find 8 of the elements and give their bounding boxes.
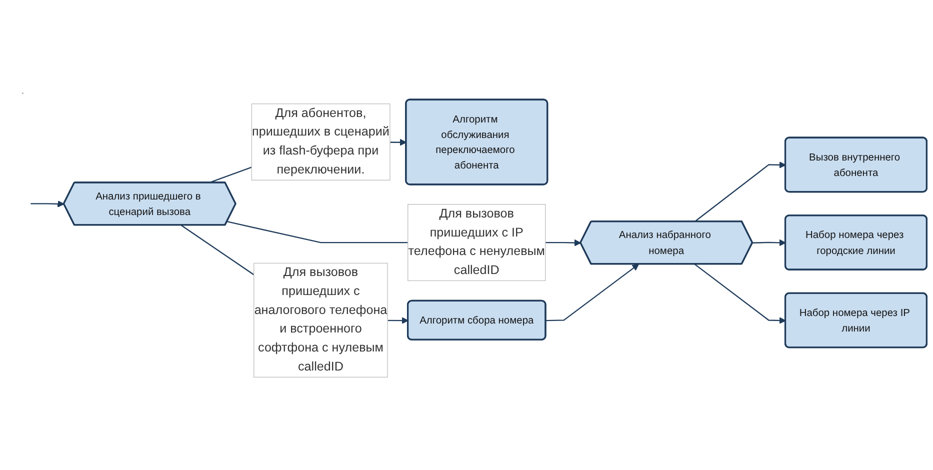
edge-label: Для абонентов, пришедших в сценарий из flash-буфера при переключении. [252,106,390,177]
arrow [694,264,786,324]
arrow [694,161,786,222]
edge-label: Для вызовов пришедших с IP телефона с ненулевым calledID [408,207,545,278]
arrow [30,200,64,208]
arrow [546,264,639,322]
arrow [752,239,786,246]
edge-label: Для вызовов пришедших с аналогового телефона и встроенного софтфона с нулевым calledID [254,266,388,374]
